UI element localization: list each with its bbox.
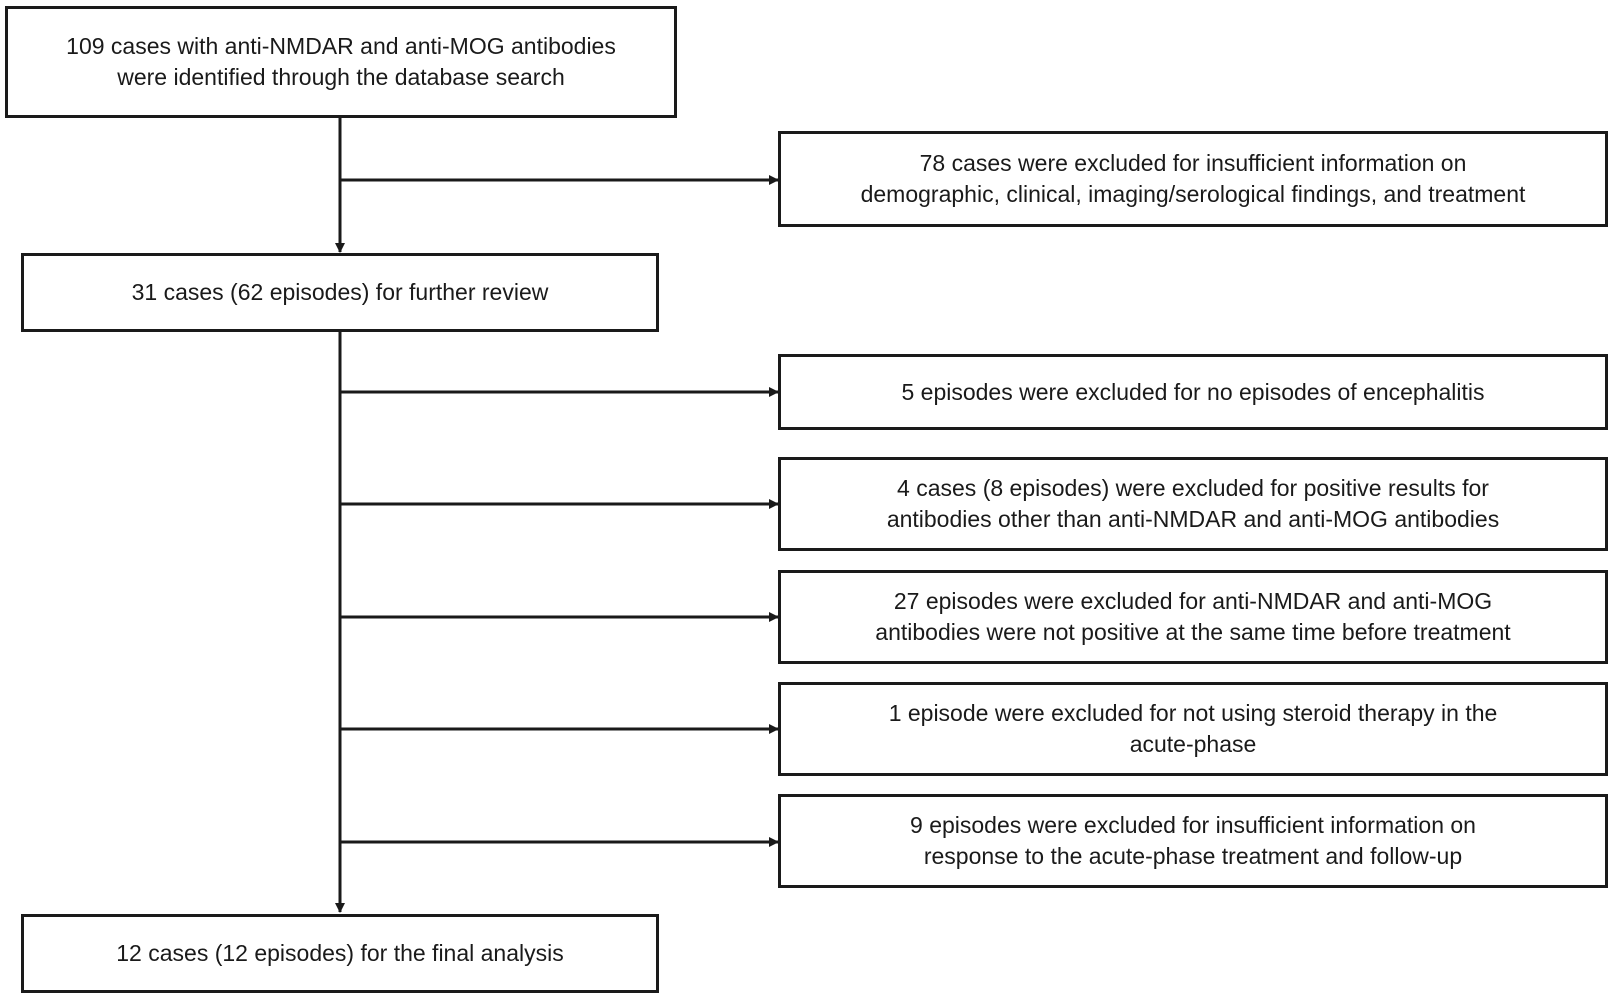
final-line-1: 12 cases (12 episodes) for the final ana… — [116, 940, 564, 966]
exclusion-6-line-2: response to the acute-phase treatment an… — [923, 843, 1463, 869]
final-box: 12 cases (12 episodes) for the final ana… — [21, 914, 659, 993]
exclusion-box-6: 9 episodes were excluded for insufficien… — [778, 794, 1608, 888]
exclusion-4-line-1: 27 episodes were excluded for anti-NMDAR… — [893, 588, 1493, 614]
exclusion-3-line-1: 4 cases (8 episodes) were excluded for p… — [897, 475, 1489, 501]
exclusion-box-3: 4 cases (8 episodes) were excluded for p… — [778, 457, 1608, 551]
exclusion-2-line-1: 5 episodes were excluded for no episodes… — [901, 378, 1485, 405]
exclusion-1-line-1: 78 cases were excluded for insufficient … — [919, 150, 1467, 176]
exclusion-box-1: 78 cases were excluded for insufficient … — [778, 131, 1608, 227]
start-line-2: were identified through the database sea… — [117, 64, 565, 90]
exclusion-box-2: 5 episodes were excluded for no episodes… — [778, 354, 1608, 430]
exclusion-5-line-2: acute-phase — [1129, 731, 1257, 757]
review-line-1: 31 cases (62 episodes) for further revie… — [131, 279, 549, 305]
exclusion-box-5: 1 episode were excluded for not using st… — [778, 682, 1608, 776]
exclusion-3-line-2: antibodies other than anti-NMDAR and ant… — [886, 506, 1500, 532]
start-line-1: 109 cases with anti-NMDAR and anti-MOG a… — [66, 33, 616, 59]
exclusion-box-4: 27 episodes were excluded for anti-NMDAR… — [778, 570, 1608, 664]
exclusion-6-line-1: 9 episodes were excluded for insufficien… — [910, 812, 1476, 838]
exclusion-4-line-2: antibodies were not positive at the same… — [875, 619, 1511, 645]
start-box: 109 cases with anti-NMDAR and anti-MOG a… — [5, 6, 677, 118]
exclusion-1-line-2: demographic, clinical, imaging/serologic… — [860, 181, 1526, 207]
exclusion-5-line-1: 1 episode were excluded for not using st… — [888, 700, 1498, 726]
review-box: 31 cases (62 episodes) for further revie… — [21, 253, 659, 332]
